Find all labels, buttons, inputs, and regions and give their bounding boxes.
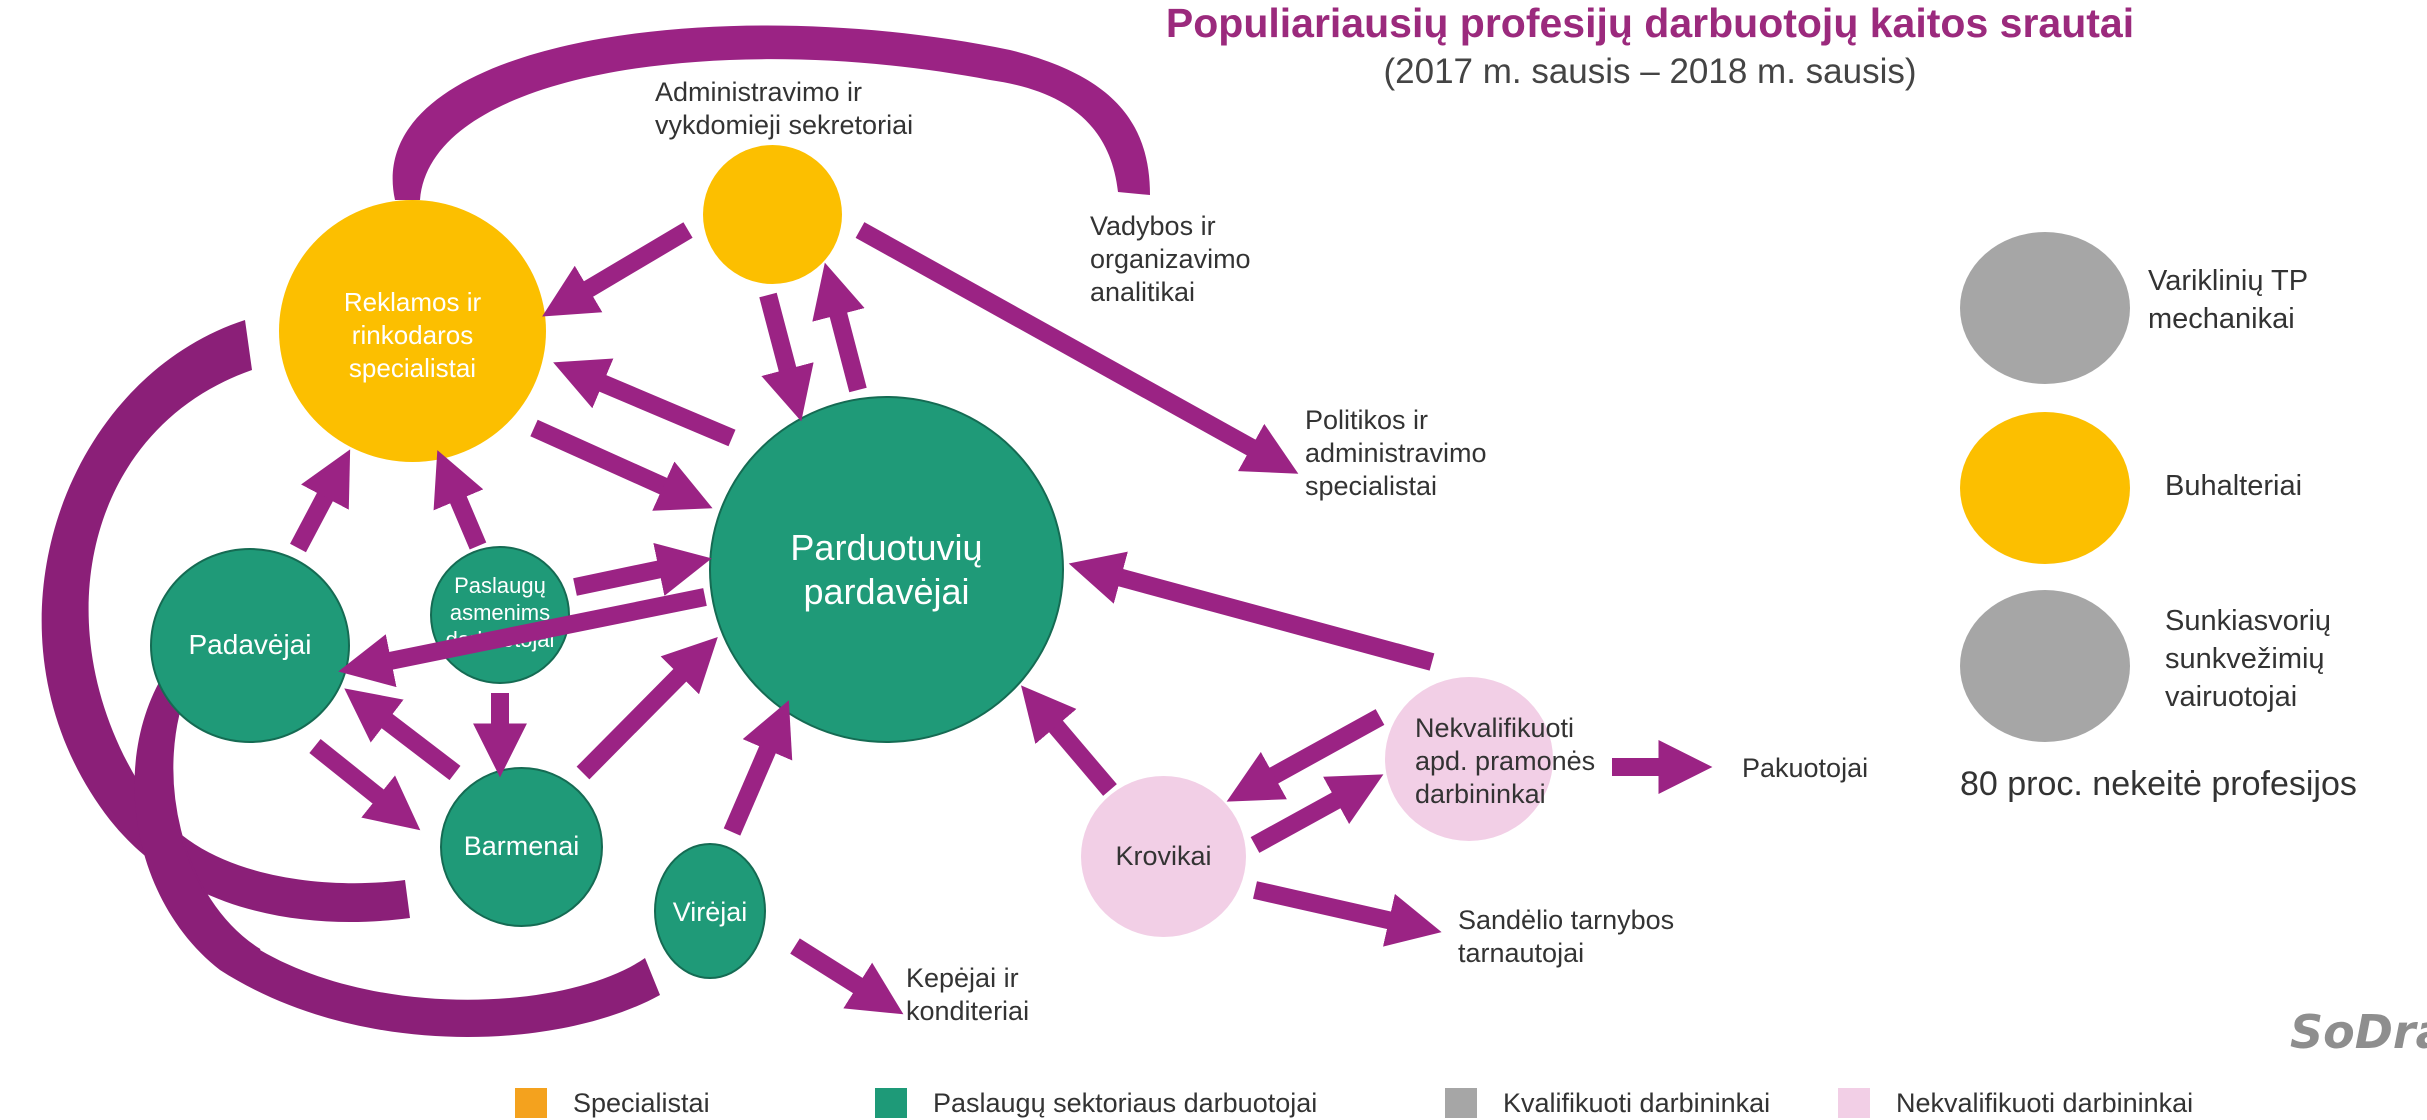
node-paslaugu-circle — [430, 546, 570, 684]
arrow-barmenai-to-parduotuviu — [576, 636, 718, 780]
legend-label: Nekvalifikuoti darbininkai — [1896, 1088, 2194, 1118]
arrow-virejai-to-kepejai — [790, 938, 904, 1015]
node-politikos-label: Politikos ir administravimo specialistai — [1305, 405, 1487, 501]
legend-label: Paslaugų sektoriaus darbuotojai — [933, 1088, 1318, 1118]
node-paslaugu-label: Paslaugų asmenims darbuotojai — [445, 573, 555, 652]
diagram-subtitle: (2017 m. sausis – 2018 m. sausis) — [1383, 52, 1917, 91]
node-vadybos-label: Vadybos ir organizavimo analitikai — [1090, 211, 1251, 307]
node-parduotuviu-circle — [709, 396, 1064, 743]
side-mechanikai-label: Variklinių TP mechanikai — [2148, 265, 2309, 335]
legend-label: Specialistai — [573, 1088, 710, 1118]
node-administravimo-label: Administravimo ir vykdomieji sekretoriai — [655, 77, 914, 140]
arrow-admin-to-politikos — [855, 222, 1299, 474]
side-buhalteriai-label: Buhalteriai — [2165, 470, 2303, 502]
node-padavejai-circle — [150, 548, 350, 743]
arrow-paslaugu-to-parduotuviu — [573, 543, 712, 596]
node-kepejai-label: Kepėjai ir konditeriai — [906, 963, 1030, 1026]
diagram-title: Populiariausių profesijų darbuotojų kait… — [1165, 0, 2135, 46]
node-barmenai-circle — [440, 767, 603, 927]
side-vairuotojai-label: Sunkiasvorių sunkvežimių vairuotojai — [2165, 605, 2332, 713]
legend-kvalifikuoti: Kvalifikuoti darbininkai — [1445, 1086, 1805, 1120]
node-reklamos-circle — [279, 200, 546, 462]
arrow-reklamos-to-parduotuviu — [530, 419, 713, 511]
legend-nekvalifikuoti: Nekvalifikuoti darbininkai — [1838, 1086, 2318, 1120]
curve-reklamos-to-vadybos — [392, 25, 1150, 200]
arrow-padavejai-to-reklamos — [290, 449, 351, 553]
legend-label: Kvalifikuoti darbininkai — [1503, 1088, 1771, 1118]
arrow-krovikai-to-nekvalifikuoti — [1250, 774, 1384, 853]
node-nekvalifikuoti-circle — [1385, 677, 1553, 841]
legend-paslaugu: Paslaugų sektoriaus darbuotojai — [875, 1086, 1415, 1120]
node-krovikai-label: Krovikai — [1115, 841, 1212, 871]
sodra-logo: SoDra — [2290, 1005, 2427, 1059]
arrow-padavejai-to-barmenai — [309, 738, 421, 831]
node-virejai-label: Virėjai — [672, 897, 748, 927]
node-pakuotojai-label: Pakuotojai — [1742, 753, 1869, 783]
arrow-nekvalifikuoti-to-parduotuviu — [1068, 551, 1435, 671]
arrow-barmenai-to-padavejai — [344, 688, 461, 781]
legend-specialistai: Specialistai — [515, 1086, 815, 1120]
legend-swatch — [1838, 1088, 1870, 1118]
arrow-parduotuviu-to-admin — [812, 262, 867, 393]
node-nekvalifikuoti-label: Nekvalifikuoti apd. pramonės darbininkai — [1415, 713, 1596, 809]
side-buhalteriai-circle — [1960, 412, 2130, 564]
legend-swatch — [515, 1088, 547, 1118]
side-vairuotojai-circle — [1960, 590, 2130, 742]
arrow-parduotuviu-to-reklamos — [553, 358, 736, 447]
node-krovikai-circle — [1081, 776, 1246, 937]
curve-bottom-loop — [134, 672, 660, 1038]
node-reklamos-label: Reklamos ir rinkodaros specialistai — [343, 287, 482, 383]
node-barmenai-label: Barmenai — [463, 831, 580, 861]
node-administravimo-circle — [703, 145, 842, 284]
arrow-parduotuviu-to-padavejai — [338, 588, 707, 688]
node-padavejai-label: Padavėjai — [188, 629, 312, 660]
legend-swatch — [1445, 1088, 1477, 1118]
arrow-virejai-to-parduotuviu — [723, 700, 793, 836]
arrow-paslaugu-to-reklamos — [433, 450, 487, 550]
arrow-nekvalifikuoti-to-krovikai — [1226, 709, 1385, 802]
arrow-admin-to-reklamos — [542, 222, 693, 317]
node-sandelio-label: Sandėlio tarnybos tarnautojai — [1458, 905, 1675, 968]
arrow-admin-to-parduotuviu — [759, 292, 814, 422]
arrow-krovikai-to-parduotuviu — [1021, 685, 1117, 796]
side-mechanikai-circle — [1960, 232, 2130, 384]
legend-swatch — [875, 1088, 907, 1118]
arrow-krovikai-to-sandelio — [1253, 881, 1442, 947]
node-virejai-circle — [654, 843, 766, 979]
node-parduotuviu-label: Parduotuvių pardavėjai — [790, 527, 983, 612]
side-note: 80 proc. nekeitė profesijos — [1960, 765, 2357, 803]
